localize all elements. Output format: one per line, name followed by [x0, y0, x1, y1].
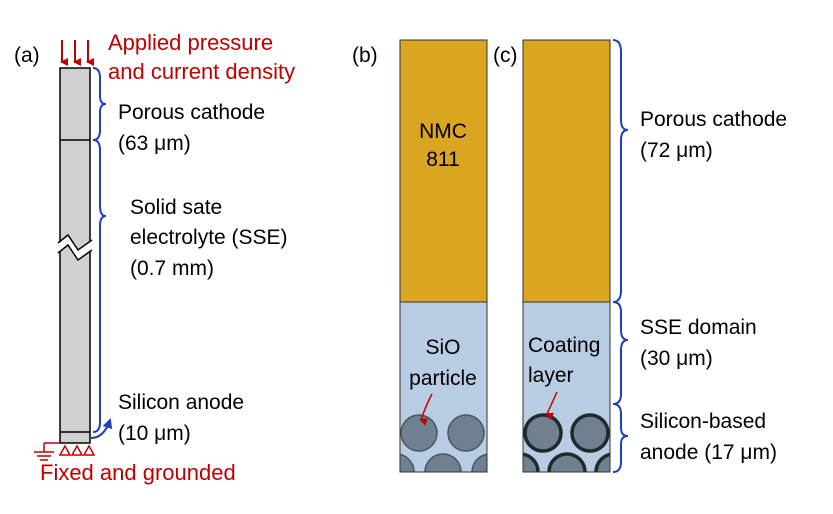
coating-label-line2: layer: [528, 364, 574, 387]
anode-name-a: Silicon anode: [118, 391, 244, 414]
sse-label-line3: (0.7 mm): [130, 257, 214, 280]
coated-particle: [594, 452, 610, 472]
panel-label-c: (c): [493, 44, 518, 67]
sio-particle: [400, 414, 438, 452]
sse-label-line1: Solid sate: [130, 196, 222, 219]
sio-particle: [471, 453, 487, 472]
break-icon: [57, 233, 93, 252]
pressure-arrows-icon: [60, 40, 94, 66]
brace-cathode-right: [612, 39, 629, 303]
coated-particle: [523, 452, 540, 472]
sio-pointer-arrow: [419, 393, 433, 426]
sio-label-line2: particle: [409, 367, 477, 390]
sse-name-right: SSE domain: [640, 316, 757, 339]
nmc-label-line2: 811: [426, 148, 459, 171]
sio-particle: [400, 453, 415, 472]
cathode-size-right: (72 μm): [640, 139, 713, 162]
panel-label-a: (a): [14, 44, 40, 67]
cell-column-b: [399, 39, 488, 473]
sse-size-right: (30 μm): [640, 347, 713, 370]
anode-size-right: anode (17 μm): [640, 441, 777, 464]
nmc-label-line1: NMC: [419, 120, 467, 143]
cathode-name-a: Porous cathode: [118, 101, 265, 124]
cathode-layer-b: [399, 39, 488, 303]
sse-label-line2: electrolyte (SSE): [130, 226, 288, 249]
brace-cathode-a: [92, 67, 107, 141]
brace-sse-right: [612, 301, 629, 405]
ground-icon: [34, 442, 60, 461]
anode-size-a: (10 μm): [118, 422, 191, 445]
anode-name-right: Silicon-based: [640, 410, 766, 433]
coated-particles: [523, 413, 610, 472]
cell-column-c: [522, 39, 611, 473]
coated-particle: [547, 452, 587, 472]
coated-particle: [523, 413, 563, 453]
coating-label-line1: Coating: [528, 334, 600, 357]
fixed-grounded-label: Fixed and grounded: [40, 460, 236, 485]
applied-pressure-label: Applied pressure: [108, 30, 273, 55]
cell-column-a: [57, 67, 93, 444]
sio-particles: [400, 414, 487, 472]
current-density-label: and current density: [108, 59, 295, 84]
sio-label-line1: SiO: [425, 336, 460, 359]
panel-label-b: (b): [352, 44, 378, 67]
brace-anode-right: [612, 403, 629, 473]
sio-particle: [447, 414, 485, 452]
sio-particle: [424, 453, 462, 472]
anode-pointer-arrow: [90, 418, 113, 439]
fixed-support-icon: [58, 444, 96, 456]
coated-particle: [570, 413, 610, 453]
coating-pointer-arrow: [545, 391, 558, 421]
cathode-size-a: (63 μm): [118, 132, 191, 155]
cathode-name-right: Porous cathode: [640, 108, 787, 131]
brace-sse-a: [92, 139, 107, 433]
cathode-layer-c: [522, 39, 611, 303]
